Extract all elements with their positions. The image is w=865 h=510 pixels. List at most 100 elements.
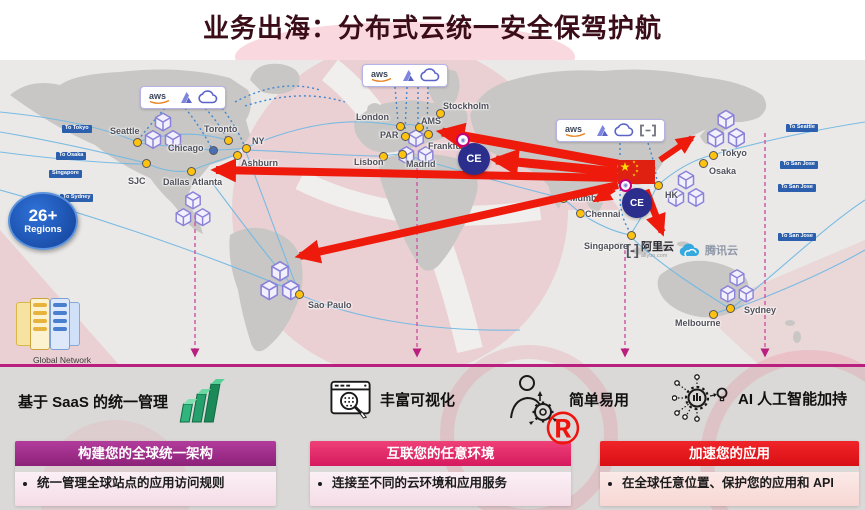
city-dot-ny — [241, 143, 251, 153]
city-dot-par — [400, 131, 410, 141]
card-accelerate-apps: 加速您的应用 在全球任意位置、保护您的应用和 API — [600, 441, 859, 506]
ai-network-icon — [672, 374, 728, 422]
edge-tag-5: To San Jose — [780, 161, 818, 169]
card-connect-environments: 互联您的任意环境 连接至不同的云环境和应用服务 — [310, 441, 571, 506]
feature-saas-management: 基于 SaaS 的统一管理 — [18, 378, 226, 424]
city-label-singapore: Singapore — [584, 241, 629, 251]
city-label-dallas-atlanta: Dallas Atlanta — [163, 177, 223, 187]
aws-icon: aws — [371, 69, 392, 82]
section-divider — [0, 364, 865, 367]
edge-tag-7: To San Jose — [778, 233, 816, 241]
tencent-cloud-logo: 腾讯云 — [678, 242, 738, 258]
city-dot-sydney — [725, 303, 735, 313]
azure-icon — [597, 125, 608, 136]
city-dot-stockholm — [435, 108, 445, 118]
cloud-provider-icon — [614, 123, 634, 137]
cloud-provider-box-1: aws — [362, 64, 448, 87]
cloud-provider-box-2: aws — [556, 119, 665, 142]
arrow-to-europe-ce — [489, 148, 619, 177]
city-label-sydney: Sydney — [744, 305, 777, 315]
city-dot-london — [395, 121, 405, 131]
city-label-seattle: Seattle — [110, 126, 140, 136]
feature-ease-of-use: 简单易用 — [505, 372, 629, 426]
card-body: 连接至不同的云环境和应用服务 — [310, 472, 571, 506]
alibaba-brackets-icon: [-] — [626, 242, 639, 259]
card-body: 在全球任意位置、保护您的应用和 API — [600, 472, 859, 506]
arrow-to-dallas — [210, 158, 619, 183]
traffic-arrows — [210, 122, 696, 264]
green-bars-icon — [179, 379, 225, 423]
city-dot-singapore — [626, 230, 636, 240]
ce-mini-logo-asia: ◉ — [619, 179, 632, 192]
city-dot-chicago — [208, 145, 218, 155]
edge-tag-1: To Osaka — [56, 152, 87, 160]
regions-label: Regions — [24, 224, 62, 235]
city-label-melbourne: Melbourne — [675, 318, 721, 328]
card-header: 构建您的全球统一架构 — [15, 441, 276, 466]
alibaba-brackets-icon — [640, 124, 656, 137]
person-gear-icon — [510, 375, 557, 425]
card-bullet: 连接至不同的云环境和应用服务 — [332, 472, 563, 491]
card-header: 互联您的任意环境 — [310, 441, 571, 466]
aws-icon: aws — [149, 91, 170, 104]
edge-tag-3: To Sydney — [60, 194, 94, 202]
city-dot-osaka — [698, 158, 708, 168]
city-dot-seattle — [132, 137, 142, 147]
city-dot-tokyo — [708, 150, 718, 160]
city-label-par: PAR — [380, 130, 399, 140]
city-label-sao-paulo: Sao Paulo — [308, 300, 352, 310]
city-dot-toronto — [223, 135, 233, 145]
city-dot-ams — [414, 122, 424, 132]
ce-mini-logo-europe: ◉ — [456, 133, 470, 147]
global-network-line1: Global Network — [32, 355, 92, 365]
edge-tag-4: To Seattle — [786, 124, 818, 132]
city-label-stockholm: Stockholm — [443, 101, 490, 111]
city-dot-sjc — [141, 158, 151, 168]
card-global-architecture: 构建您的全球统一架构 统一管理全球站点的应用访问规则 — [15, 441, 276, 506]
feature-label: 丰富可视化 — [380, 391, 456, 409]
alibaba-cloud-logo: [-] 阿里云 aliyun.com — [626, 241, 674, 260]
city-label-ny: NY — [252, 136, 265, 146]
svg-text:aws: aws — [565, 124, 582, 134]
ce-label: CE — [630, 197, 644, 209]
azure-icon — [181, 92, 192, 103]
city-label-chicago: Chicago — [168, 143, 204, 153]
feature-ai: AI 人工智能加持 — [672, 374, 847, 422]
edge-tag-0: To Tokyo — [62, 125, 92, 133]
card-body: 统一管理全球站点的应用访问规则 — [15, 472, 276, 506]
cloud-provider-box-0: aws — [140, 86, 226, 109]
alibaba-domain: aliyun.com — [641, 253, 668, 259]
edge-tag-2: Singapore — [49, 170, 82, 178]
city-label-osaka: Osaka — [709, 166, 737, 176]
svg-text:aws: aws — [371, 69, 388, 79]
city-label-madrid: Madrid — [406, 159, 436, 169]
card-header: 加速您的应用 — [600, 441, 859, 466]
city-dot-melbourne — [708, 309, 718, 319]
registered-trademark: ® — [546, 402, 580, 454]
cloud-provider-icon — [198, 90, 218, 104]
city-label-toronto: Toronto — [204, 124, 238, 134]
regions-count-badge: 26+ Regions — [8, 192, 78, 250]
city-label-london: London — [356, 112, 389, 122]
ce-label: CE — [466, 153, 482, 165]
browser-magnifier-icon — [330, 380, 371, 419]
aws-icon: aws — [565, 124, 586, 137]
svg-text:aws: aws — [149, 91, 166, 101]
page-title: 业务出海：分布式云统一安全保驾护航 — [202, 13, 662, 43]
city-label-chennai: Chennai — [585, 209, 621, 219]
city-label-lisbon: Lisbon — [354, 157, 384, 167]
city-dot-ashburn — [232, 150, 242, 160]
ce-badge-europe: CE — [458, 143, 490, 175]
alibaba-name: 阿里云 — [641, 241, 674, 253]
edge-tag-6: To San Jose — [778, 184, 816, 192]
regions-count: 26+ — [28, 206, 58, 225]
global-network-icon — [16, 298, 82, 354]
feature-label: AI 人工智能加持 — [738, 390, 848, 408]
arrow-to-japan — [658, 135, 696, 163]
card-bullet: 统一管理全球站点的应用访问规则 — [37, 472, 268, 491]
tencent-cloud-icon — [679, 243, 700, 257]
card-bullet: 在全球任意位置、保护您的应用和 API — [622, 472, 851, 491]
